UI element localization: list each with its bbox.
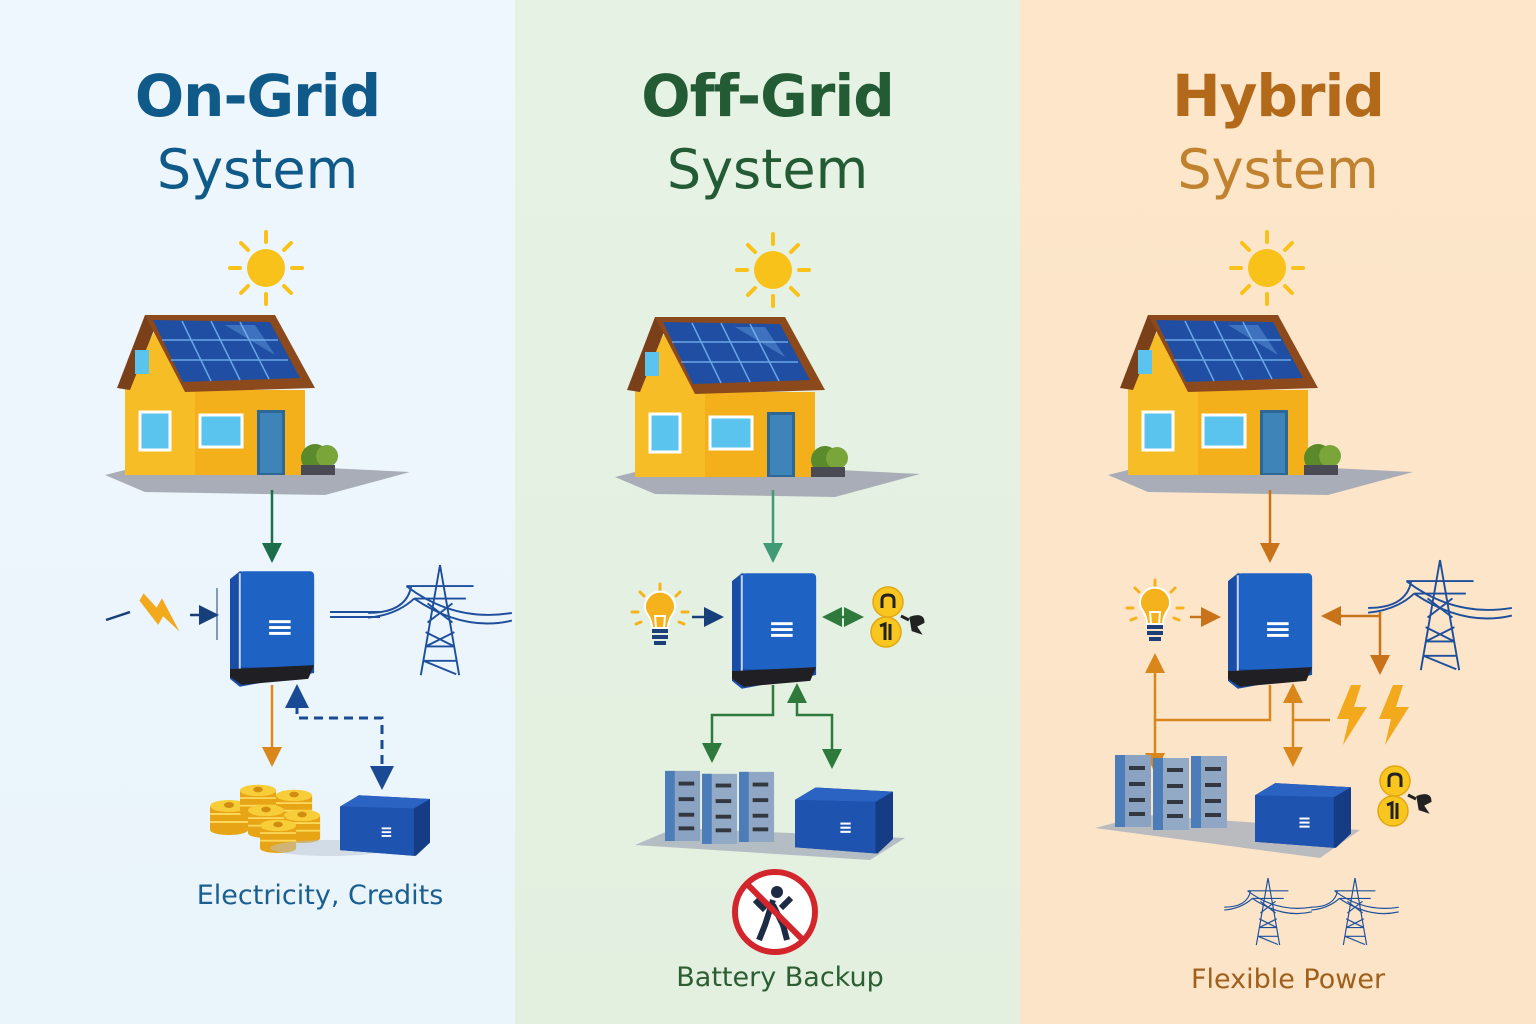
panel-title: Off-Grid: [641, 62, 894, 130]
to-battery-arrow: [787, 683, 842, 769]
panel-subtitle: System: [1177, 138, 1379, 201]
coins-icon: [1376, 764, 1432, 828]
distribution-line: [1155, 685, 1272, 722]
battery-dashed-arrow: [285, 684, 394, 790]
panel-caption: Battery Backup: [676, 962, 884, 993]
battery-icon: [795, 787, 893, 854]
off-grid-diagram: [613, 232, 925, 955]
power-tower-icon: [1367, 559, 1513, 672]
inverter-icon: [1227, 572, 1314, 690]
house-icon: [1106, 313, 1415, 497]
house-icon: [103, 313, 412, 497]
sun-icon: [735, 232, 811, 308]
off-grid-panel: Off-Grid System Battery Backup: [515, 0, 1020, 1024]
panel-title: On-Grid: [134, 62, 381, 130]
panel-caption: Electricity, Credits: [196, 880, 444, 911]
lightning-icon: [1337, 685, 1409, 745]
coins-icon: [869, 585, 925, 649]
lightning-icon: [133, 589, 190, 636]
panel-subtitle: System: [666, 138, 869, 201]
sun-icon: [1229, 230, 1305, 306]
house-icon: [613, 315, 922, 499]
power-towers-icon: [1223, 877, 1400, 946]
hybrid-panel: Hybrid System Flexible Power: [1020, 0, 1536, 1024]
hybrid-diagram: [1095, 230, 1513, 946]
inverter-icon: [229, 570, 316, 688]
to-rack-arrow: [702, 685, 775, 763]
battery-rack-icon: [665, 770, 775, 844]
wire-line: [105, 610, 131, 622]
on-grid-diagram: [103, 230, 513, 856]
power-tower-icon: [367, 564, 513, 677]
panel-subtitle: System: [156, 138, 359, 201]
battery-icon: [1255, 783, 1351, 848]
light-bulb-icon: [630, 582, 690, 647]
sun-icon: [228, 230, 304, 306]
battery-rack-icon: [1115, 755, 1227, 830]
battery-icon: [340, 795, 430, 856]
light-bulb-icon: [1125, 578, 1185, 643]
on-grid-panel: On-Grid System Electricity, Credits: [0, 0, 515, 1024]
inverter-icon: [731, 572, 818, 690]
panel-caption: Flexible Power: [1190, 964, 1386, 995]
panel-title: Hybrid: [1172, 62, 1385, 130]
no-entry-icon: [732, 869, 818, 955]
